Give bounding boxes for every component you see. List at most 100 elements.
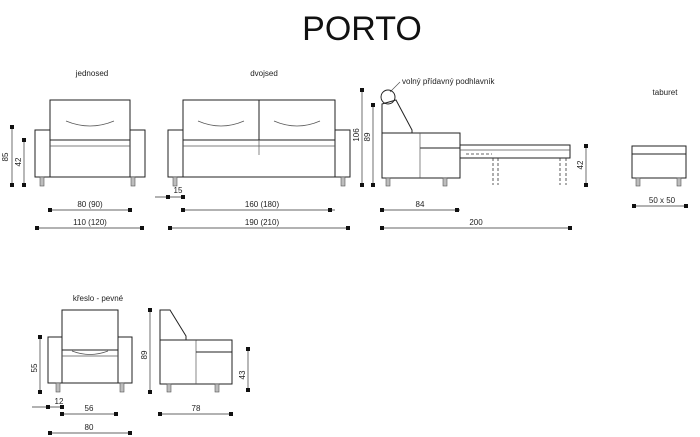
dim-marker — [168, 226, 172, 230]
dim-marker — [360, 183, 364, 187]
dim-marker — [38, 390, 42, 394]
armchair-side-leg-back — [166, 383, 172, 393]
headrest-label: volný přídavný podhlavník — [402, 77, 496, 86]
double-arm-value: 15 — [174, 186, 183, 195]
armchair-arm-value: 12 — [55, 397, 64, 406]
stool-leg-left — [635, 177, 641, 187]
single-dimensions: 85 42 80 (90) 110 (120) — [1, 125, 144, 230]
dim-marker — [114, 412, 118, 416]
single-arm-left — [34, 129, 51, 178]
armchair-seat — [61, 349, 119, 384]
dim-marker — [584, 144, 588, 148]
dim-marker — [48, 431, 52, 435]
dim-marker — [22, 183, 26, 187]
double-backrest-left — [182, 99, 260, 141]
dim-marker — [10, 183, 14, 187]
single-seat-height-value: 42 — [14, 157, 23, 166]
double-seam-left — [197, 120, 245, 127]
double-backrest-right — [258, 99, 336, 141]
dim-marker — [60, 405, 64, 409]
single-seater-front-view: jednosed — [34, 69, 146, 187]
side-leg-back — [385, 177, 391, 187]
single-seat-width-value: 80 (90) — [77, 200, 103, 209]
armchair-leg-left — [55, 382, 61, 393]
dim-marker — [380, 208, 384, 212]
armchair-front-dimensions: 55 12 56 80 — [30, 335, 132, 435]
dim-marker — [229, 412, 233, 416]
armchair-arm-left — [47, 336, 63, 384]
double-arm-left — [167, 129, 184, 178]
single-leg-right — [130, 176, 136, 187]
dim-marker — [181, 195, 185, 199]
single-total-width-value: 110 (120) — [73, 218, 107, 227]
dim-marker — [38, 335, 42, 339]
dim-marker — [346, 226, 350, 230]
stool-top — [631, 145, 687, 155]
single-seater-label: jednosed — [75, 69, 108, 78]
dim-marker — [455, 208, 459, 212]
single-leg-left — [39, 176, 45, 187]
dim-marker — [568, 226, 572, 230]
dim-marker — [22, 138, 26, 142]
armchair-side-height-value: 89 — [140, 350, 149, 359]
armchair-arm-right — [117, 336, 133, 384]
double-seater-front-view: dvojsed — [167, 69, 351, 187]
side-arm-front — [420, 132, 461, 149]
dim-marker — [140, 226, 144, 230]
stool-label: taburet — [653, 88, 679, 97]
stool-view: taburet 50 x 50 — [631, 88, 688, 208]
dim-marker — [584, 183, 588, 187]
dim-marker — [60, 412, 64, 416]
double-leg-left — [172, 176, 178, 187]
dim-marker — [148, 308, 152, 312]
armchair-backrest — [61, 309, 119, 351]
double-seat-width-value: 160 (180) — [245, 200, 280, 209]
dim-marker — [380, 226, 384, 230]
dim-marker — [10, 125, 14, 129]
single-cushion-seam — [65, 120, 115, 127]
armchair-side-depth-value: 78 — [192, 404, 201, 413]
double-arm-right — [334, 129, 351, 178]
dim-marker — [632, 204, 636, 208]
dim-marker — [328, 208, 332, 212]
dim-marker — [35, 226, 39, 230]
single-seat — [49, 139, 131, 178]
product-title: PORTO — [302, 10, 422, 48]
armchair-height-value: 55 — [30, 363, 39, 372]
dim-marker — [181, 208, 185, 212]
headrest-leader — [389, 81, 401, 93]
bed-mattress — [459, 144, 571, 159]
armchair-side-view — [159, 309, 233, 393]
armchair-seam — [71, 350, 109, 355]
dim-marker — [166, 195, 170, 199]
armchair-side-leg-front — [214, 383, 220, 393]
dim-marker — [371, 183, 375, 187]
double-total-width-value: 190 (210) — [245, 218, 280, 227]
armchair-leg-right — [119, 382, 125, 393]
side-backrest — [381, 99, 413, 134]
dim-marker — [360, 88, 364, 92]
stool-body — [631, 153, 687, 179]
single-arm-right — [129, 129, 146, 178]
dim-marker — [246, 347, 250, 351]
dim-marker — [148, 390, 152, 394]
stool-leg-right — [676, 177, 682, 187]
dim-marker — [684, 204, 688, 208]
double-seam-right — [273, 120, 321, 127]
dim-marker — [246, 388, 250, 392]
single-backrest — [49, 99, 131, 141]
dim-marker — [158, 412, 162, 416]
side-view-bed: volný přídavný podhlavník — [380, 77, 571, 187]
side-height-total-value: 106 — [352, 128, 361, 142]
side-height-back-value: 89 — [363, 132, 372, 141]
dim-marker — [371, 103, 375, 107]
side-leg-front — [442, 177, 448, 187]
armchair-side-backrest — [159, 309, 187, 341]
armchair-side-arm — [196, 339, 233, 353]
double-seater-label: dvojsed — [250, 69, 278, 78]
bed-height-value: 42 — [576, 160, 585, 169]
armchair-seat-width-value: 56 — [85, 404, 94, 413]
headrest-roll — [380, 89, 396, 105]
double-dimensions: 15 160 (180) 190 (210) — [155, 186, 350, 230]
